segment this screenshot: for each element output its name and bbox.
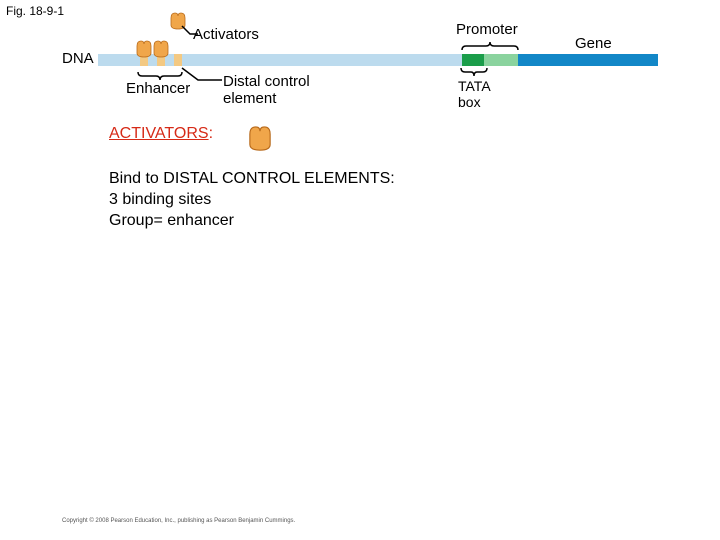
distal-control-leader-line (182, 68, 222, 80)
gene-label: Gene (575, 35, 612, 52)
notes-line: Group= enhancer (109, 210, 469, 231)
notes-heading: ACTIVATORS: (109, 125, 213, 143)
dna-label: DNA (62, 50, 94, 67)
notes-body: Bind to DISTAL CONTROL ELEMENTS: 3 bindi… (109, 168, 469, 231)
promoter-bracket (462, 42, 518, 50)
activator-protein-icon (154, 41, 168, 57)
distal-control-element-label: Distal control element (223, 73, 310, 107)
enhancer-bracket (138, 72, 182, 80)
activators-label: Activators (193, 26, 259, 43)
enhancer-label: Enhancer (126, 80, 190, 97)
notes-line: Bind to DISTAL CONTROL ELEMENTS: (109, 168, 469, 189)
activator-protein-icon (250, 127, 270, 150)
tata-bracket (461, 68, 487, 76)
enhancer-site-3 (174, 54, 182, 66)
copyright-notice: Copyright © 2008 Pearson Education, Inc.… (62, 518, 295, 524)
tata-box-label: TATA box (458, 78, 491, 110)
promoter-label: Promoter (456, 21, 518, 38)
notes-line: 3 binding sites (109, 189, 469, 210)
activator-protein-icon (137, 41, 151, 57)
